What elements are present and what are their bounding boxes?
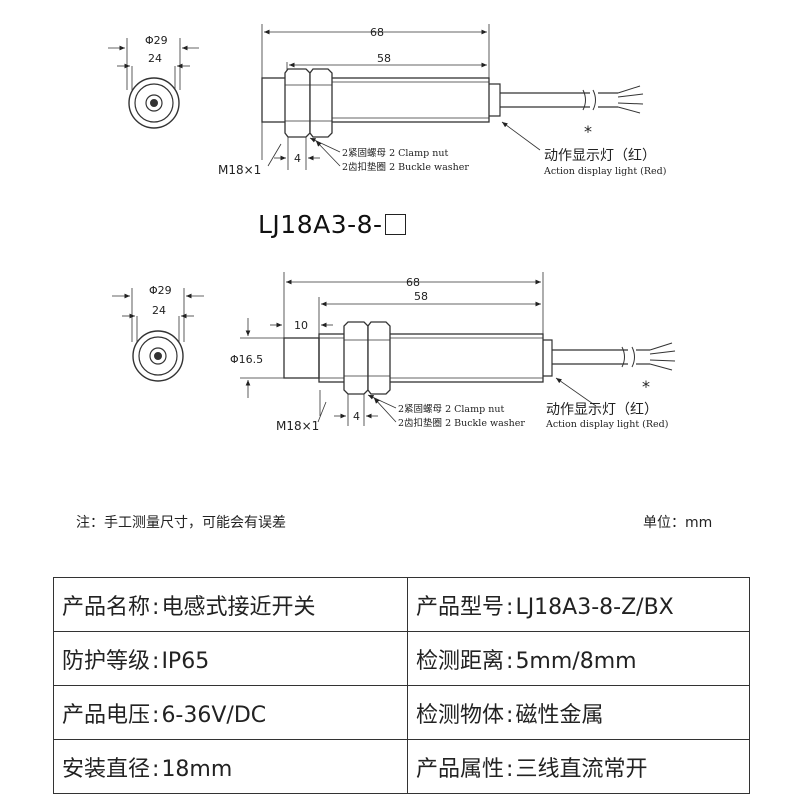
spec-label: 产品型号 bbox=[416, 594, 505, 620]
side-view-2 bbox=[240, 272, 676, 426]
spec-cell: 检测物体:磁性金属 bbox=[407, 685, 750, 740]
dim-thread: M18×1 bbox=[218, 163, 261, 177]
dim-head-length: 10 bbox=[294, 319, 308, 332]
table-row: 产品电压:6-36V/DC 检测物体:磁性金属 bbox=[53, 685, 750, 740]
dim-overall-length: 68 bbox=[370, 26, 384, 39]
dim-overall-length-2: 68 bbox=[406, 276, 420, 289]
spec-value: LJ18A3-8-Z/BX bbox=[515, 594, 674, 620]
dim-head-dia: Φ16.5 bbox=[230, 353, 263, 366]
spec-cell: 检测距离:5mm/8mm bbox=[407, 631, 750, 686]
clamp-nut-label: 2紧固螺母 2 Clamp nut bbox=[342, 148, 448, 159]
star-mark-2: * bbox=[642, 377, 650, 396]
spec-cell: 产品名称:电感式接近开关 bbox=[53, 577, 408, 632]
spec-label: 安装直径 bbox=[62, 756, 151, 782]
dim-body-length-2: 58 bbox=[414, 290, 428, 303]
front-outer-dia: Φ29 bbox=[145, 34, 168, 47]
spec-value: 磁性金属 bbox=[515, 702, 604, 728]
clamp-nut-label-2: 2紧固螺母 2 Clamp nut bbox=[398, 404, 504, 415]
spec-label: 产品名称 bbox=[62, 594, 151, 620]
front-inner-dia-2: 24 bbox=[152, 304, 166, 317]
star-mark: * bbox=[584, 122, 592, 141]
spec-value: 电感式接近开关 bbox=[161, 594, 316, 620]
spec-label: 防护等级 bbox=[62, 648, 151, 674]
measurement-note: 注：手工测量尺寸，可能会有误差 bbox=[76, 515, 286, 531]
spec-value: 5mm/8mm bbox=[515, 648, 637, 674]
spec-value: 三线直流常开 bbox=[515, 756, 648, 782]
spec-cell: 产品电压:6-36V/DC bbox=[53, 685, 408, 740]
unit-label: 单位：mm bbox=[643, 515, 713, 531]
table-row: 安装直径:18mm 产品属性:三线直流常开 bbox=[53, 739, 750, 794]
front-inner-dia: 24 bbox=[148, 52, 162, 65]
diagram-top: Φ29 24 bbox=[108, 24, 666, 177]
dim-nut-width-2: 4 bbox=[353, 410, 360, 423]
spec-cell: 安装直径:18mm bbox=[53, 739, 408, 794]
table-row: 产品名称:电感式接近开关 产品型号:LJ18A3-8-Z/BX bbox=[53, 577, 750, 632]
light-label-en: Action display light (Red) bbox=[543, 166, 666, 177]
diagram-bottom: Φ29 24 bbox=[112, 272, 676, 433]
front-outer-dia-2: Φ29 bbox=[149, 284, 172, 297]
table-row: 防护等级:IP65 检测距离:5mm/8mm bbox=[53, 631, 750, 686]
spec-table: 产品名称:电感式接近开关 产品型号:LJ18A3-8-Z/BX 防护等级:IP6… bbox=[53, 577, 750, 794]
spec-value: 18mm bbox=[161, 756, 233, 782]
washer-label: 2齿扣垫圈 2 Buckle washer bbox=[342, 161, 469, 173]
spec-label: 产品电压 bbox=[62, 702, 151, 728]
front-view bbox=[108, 38, 199, 129]
spec-value: 6-36V/DC bbox=[161, 702, 267, 728]
dim-body-length: 58 bbox=[377, 52, 391, 65]
model-title: LJ18A3-8- bbox=[258, 210, 406, 239]
spec-value: IP65 bbox=[161, 648, 210, 674]
front-view-2 bbox=[112, 288, 204, 382]
spec-label: 产品属性 bbox=[416, 756, 505, 782]
dim-nut-width: 4 bbox=[294, 152, 301, 165]
light-label-cn: 动作显示灯（红） bbox=[544, 148, 656, 164]
spec-cell: 产品型号:LJ18A3-8-Z/BX bbox=[407, 577, 750, 632]
spec-cell: 防护等级:IP65 bbox=[53, 631, 408, 686]
spec-label: 检测物体 bbox=[416, 702, 505, 728]
light-label-cn-2: 动作显示灯（红） bbox=[546, 402, 658, 418]
spec-label: 检测距离 bbox=[416, 648, 505, 674]
dim-thread-2: M18×1 bbox=[276, 419, 319, 433]
light-label-en-2: Action display light (Red) bbox=[545, 419, 668, 430]
side-view bbox=[261, 24, 644, 170]
washer-label-2: 2齿扣垫圈 2 Buckle washer bbox=[398, 417, 525, 429]
spec-cell: 产品属性:三线直流常开 bbox=[407, 739, 750, 794]
